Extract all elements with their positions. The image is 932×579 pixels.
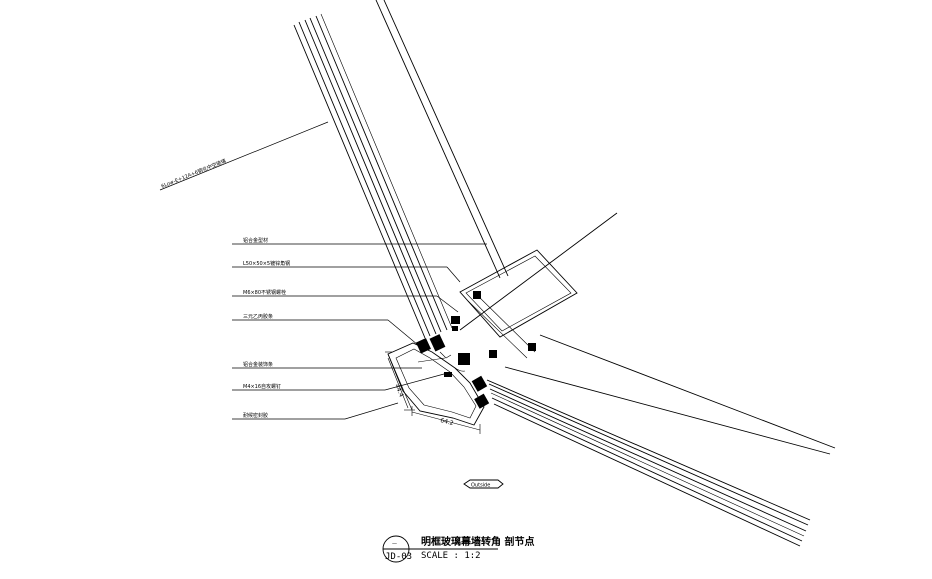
callout-5: 铝合金装饰条 <box>243 361 273 368</box>
sheet-code: JD-03 <box>385 552 412 562</box>
steel-bracket <box>459 212 618 359</box>
lower-glass-panel <box>486 379 811 547</box>
outside-label: Outside <box>471 483 490 489</box>
title-block: — JD-03 明框玻璃幕墙转角 剖节点 SCALE : 1:2 <box>382 535 534 563</box>
lower-wall-edge <box>504 334 836 455</box>
callout-7: 耐候密封胶 <box>243 412 268 419</box>
callout-4: 三元乙丙胶条 <box>243 313 273 320</box>
outside-tag: Outside <box>463 479 504 489</box>
dimension-lines <box>385 351 481 434</box>
upper-glass-panel <box>293 13 453 339</box>
dimension-64-2: 64.2 <box>440 417 455 427</box>
corner-mullion <box>387 326 490 426</box>
detail-number: — <box>392 541 397 547</box>
callout-2: L50×50×5镀锌角钢 <box>243 260 290 267</box>
dimension-44-4: 44.4 <box>393 383 405 398</box>
bolts <box>451 291 536 358</box>
callout-6: M4×16自攻螺钉 <box>243 383 281 390</box>
drawing-title: 明框玻璃幕墙转角 剖节点 <box>421 535 534 548</box>
glass-spec-label: 6Low-E+12A+6钢化中空玻璃 <box>160 157 227 189</box>
drawing-scale: SCALE : 1:2 <box>421 551 481 561</box>
callout-3: M6×80不锈钢螺栓 <box>243 289 286 296</box>
upper-wall-edge <box>375 0 509 279</box>
leader-lines <box>159 121 487 420</box>
callout-1: 铝合金型材 <box>243 237 268 244</box>
